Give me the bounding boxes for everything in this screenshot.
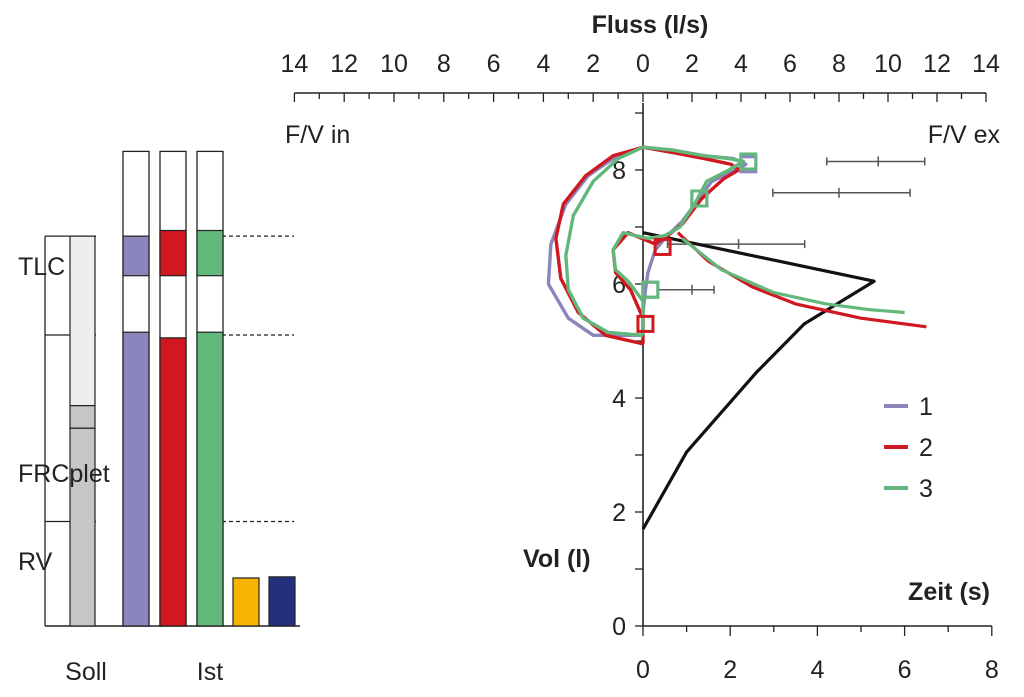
bottom-x-axis-title: Zeit (s) bbox=[908, 578, 990, 606]
top-axis-tick-label: 2 bbox=[586, 50, 600, 78]
fv-ex-annotation: F/V ex bbox=[928, 121, 1001, 149]
bar-segment bbox=[122, 331, 150, 627]
legend-label-1: 1 bbox=[919, 393, 933, 421]
measurement-marker-3 bbox=[739, 152, 758, 171]
bar-segment bbox=[196, 331, 224, 627]
soll-label: Soll bbox=[65, 658, 107, 686]
rv-label: RV bbox=[18, 548, 53, 576]
time-volume-curve-3 bbox=[681, 237, 905, 315]
bar-segment bbox=[122, 235, 150, 277]
top-axis-tick-label: 6 bbox=[783, 50, 797, 78]
bar-segment bbox=[232, 577, 260, 627]
top-axis-tick-label: 14 bbox=[280, 50, 308, 78]
top-axis-tick-label: 12 bbox=[923, 50, 951, 78]
y-axis-tick-label: 0 bbox=[612, 613, 626, 641]
bottom-axis-tick-label: 2 bbox=[723, 656, 737, 684]
frcplet-label: FRCplet bbox=[18, 460, 110, 488]
ist-label: Ist bbox=[197, 658, 223, 686]
soll-bar-upper bbox=[69, 235, 96, 407]
bottom-axis-tick-label: 6 bbox=[898, 656, 912, 684]
top-axis-tick-label: 10 bbox=[380, 50, 408, 78]
y-axis-tick-label: 4 bbox=[612, 385, 626, 413]
top-axis-tick-label: 8 bbox=[832, 50, 846, 78]
tlc-label: TLC bbox=[18, 253, 65, 281]
legend-label-2: 2 bbox=[919, 434, 933, 462]
bottom-axis-tick-label: 4 bbox=[810, 656, 824, 684]
measurement-marker-2 bbox=[653, 237, 672, 256]
top-axis-tick-label: 8 bbox=[437, 50, 451, 78]
bar-segment bbox=[159, 337, 187, 627]
top-axis-tick-label: 0 bbox=[636, 50, 650, 78]
y-axis-tick-label: 8 bbox=[612, 157, 626, 185]
bar-segment bbox=[159, 229, 187, 277]
top-axis-tick-label: 14 bbox=[972, 50, 1000, 78]
measurement-marker-2 bbox=[636, 314, 655, 333]
top-axis-tick-label: 4 bbox=[734, 50, 748, 78]
legend-label-3: 3 bbox=[919, 475, 933, 503]
top-axis-tick-label: 12 bbox=[330, 50, 358, 78]
top-axis-tick-label: 10 bbox=[874, 50, 902, 78]
soll-bar-lower bbox=[69, 427, 96, 627]
fv-in-annotation: F/V in bbox=[285, 121, 350, 149]
time-volume-curve-black bbox=[641, 231, 876, 530]
top-axis-tick-label: 4 bbox=[536, 50, 550, 78]
y-axis-title: Vol (l) bbox=[523, 545, 591, 573]
bar-segment bbox=[196, 229, 224, 277]
measurement-marker-3 bbox=[641, 280, 660, 299]
flow-volume-loop-3 bbox=[564, 145, 746, 337]
y-axis-tick-label: 2 bbox=[612, 499, 626, 527]
top-x-axis-title: Fluss (l/s) bbox=[592, 11, 709, 39]
top-axis-tick-label: 2 bbox=[685, 50, 699, 78]
top-axis-tick-label: 6 bbox=[487, 50, 501, 78]
measurement-marker-3 bbox=[690, 189, 709, 208]
soll-bar-middle bbox=[69, 405, 96, 429]
lung-volume-bars bbox=[44, 150, 300, 627]
bottom-axis-tick-label: 8 bbox=[985, 656, 999, 684]
bottom-axis-tick-label: 0 bbox=[636, 656, 650, 684]
bar-segment bbox=[268, 576, 296, 627]
